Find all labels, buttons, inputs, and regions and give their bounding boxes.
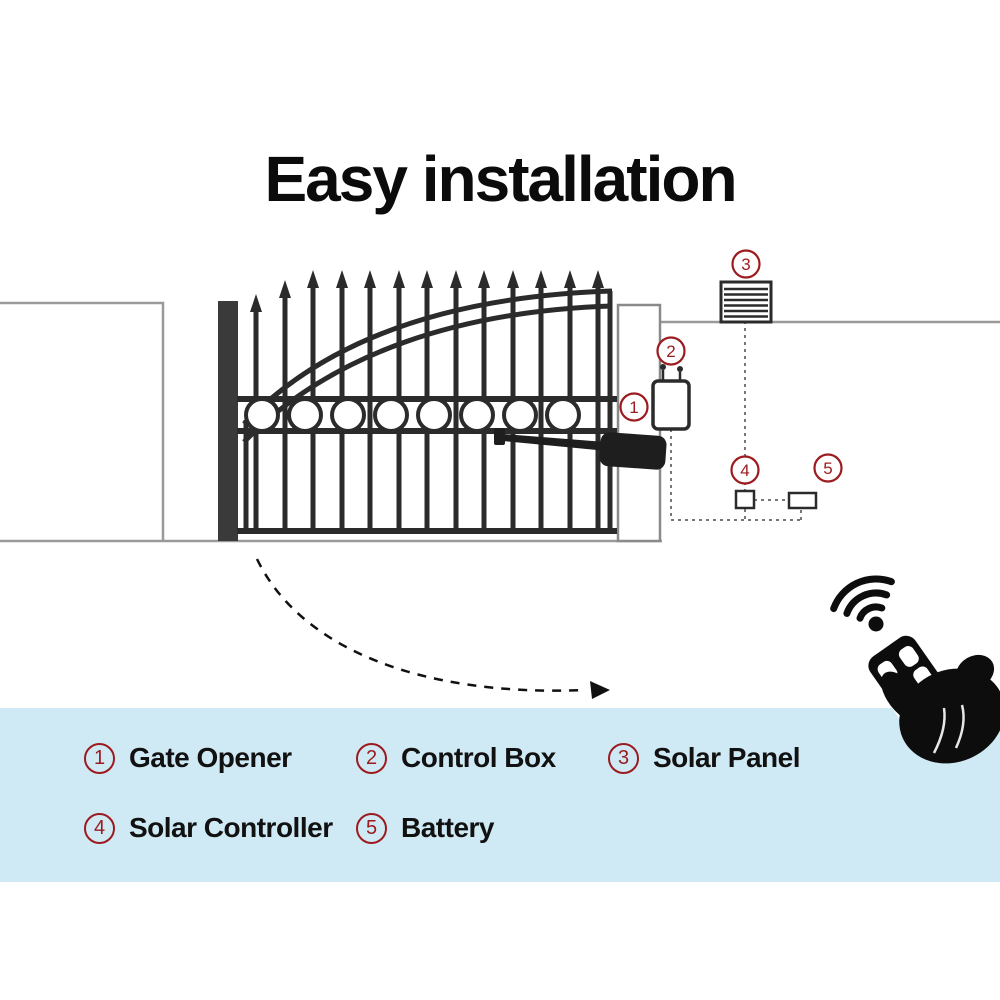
callout-2-number: 2 [666,342,675,361]
wifi-icon [830,575,895,622]
control-box [651,364,691,431]
swing-arrow-head [590,681,610,699]
callout-5-number: 5 [823,459,832,478]
solar-panel [719,280,773,324]
thumb [881,671,925,723]
legend-label-gate-opener: Gate Opener [129,742,292,773]
swing-arrow-curve [255,558,587,692]
callout-solar-panel: 3 [731,249,761,279]
gate-frame [243,291,613,533]
legend-num-2: 2 [356,742,387,774]
solar-controller [734,489,756,510]
battery [787,491,818,510]
callouts: 1 2 3 4 5 [619,249,843,485]
legend-num-5: 5 [356,812,387,844]
swing-arrow [255,558,610,699]
legend-num-1: 1 [84,742,115,774]
legend-item-gate-opener: 1 Gate Opener [84,741,292,775]
legend-item-solar-panel: 3 Solar Panel [608,741,801,775]
walls [0,301,1000,543]
legend-label-battery: Battery [401,812,494,843]
gate-opener-bracket [494,428,505,445]
legend-num-4: 4 [84,812,115,844]
left-wall [0,301,165,541]
antenna-dot [677,366,683,372]
legend-num-3: 3 [608,742,639,774]
gate [237,270,617,534]
callout-solar-controller: 4 [730,455,760,485]
remote-hand-illustration [830,575,1000,764]
callout-battery: 5 [813,453,843,483]
finger-gaps [932,704,965,754]
hand [881,654,1000,764]
callout-3-number: 3 [741,255,750,274]
gate-rings [244,397,581,433]
gate-arch-rails [242,288,613,444]
antenna-dot [660,364,666,370]
gate-post-left [218,301,238,541]
wifi-dot [868,616,884,632]
gate-opener-motor [599,432,667,470]
legend-label-solar-panel: Solar Panel [653,742,801,773]
gate-spear-tips [250,270,604,312]
legend-item-solar-controller: 4 Solar Controller [84,811,333,845]
wiring-dotted [670,321,802,521]
callout-control-box: 2 [656,336,686,366]
gate-opener [494,428,667,470]
legend-item-battery: 5 Battery [356,811,494,845]
legend-label-control-box: Control Box [401,742,556,773]
legend-band [0,708,1000,882]
knuckles [955,654,995,690]
callout-4-number: 4 [740,461,749,480]
callout-1-number: 1 [629,398,638,417]
legend-label-solar-controller: Solar Controller [129,812,333,843]
gate-opener-arm [503,434,618,452]
legend-item-control-box: 2 Control Box [356,741,556,775]
control-box-body [651,379,691,431]
page-title: Easy installation [264,143,737,215]
solar-panel-louvers [724,287,768,318]
callout-gate-opener: 1 [619,392,649,422]
